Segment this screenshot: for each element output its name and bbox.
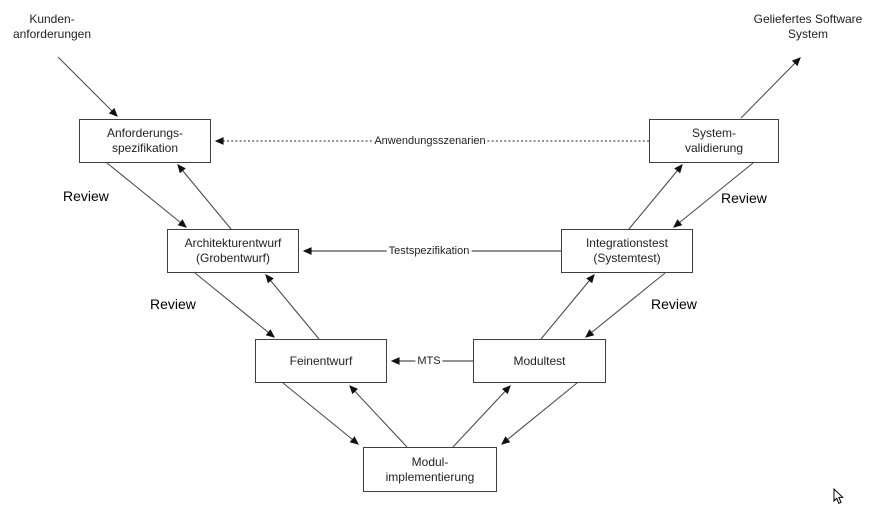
label-kundenanforderungen-line1: Kunden-	[29, 12, 75, 26]
node-integrationstest: Integrationstest (Systemtest)	[561, 229, 693, 273]
label-kundenanforderungen: Kunden- anforderungen	[0, 12, 104, 42]
arrow-modultest-to-modulimplementierung-review	[501, 382, 578, 445]
node-anforderungsspezifikation: Anforderungs- spezifikation	[79, 119, 211, 163]
node-feinentwurf: Feinentwurf	[255, 339, 387, 383]
node-label: Modultest	[513, 353, 566, 368]
node-label: Architekturentwurf	[184, 236, 282, 250]
label-kundenanforderungen-line2: anforderungen	[12, 27, 92, 41]
node-label: Feinentwurf	[289, 353, 353, 368]
arrow-anforderungsspezifikation-to-architekturentwurf	[106, 162, 187, 228]
label-review-right-middle: Review	[651, 296, 697, 312]
label-geliefertes-line2: System	[787, 27, 828, 41]
label-mts: MTS	[415, 355, 443, 367]
label-testspezifikation: Testspezifikation	[386, 245, 472, 257]
label-review-left-top: Review	[63, 188, 109, 204]
node-modultest: Modultest	[473, 339, 606, 383]
node-label: (Systemtest)	[593, 251, 661, 265]
arrow-architekturentwurf-to-anforderungsspezifikation-review	[177, 164, 232, 230]
arrow-kundenanforderungen-to-anforderungsspezifikation	[57, 56, 118, 117]
label-anwendungsszenarien: Anwendungsszenarien	[372, 135, 488, 147]
node-label: Modul-	[411, 454, 449, 469]
node-label: implementierung	[385, 469, 475, 484]
node-label: spezifikation	[111, 141, 179, 155]
node-modulimplementierung: Modul- implementierung	[363, 447, 497, 492]
arrow-feinentwurf-to-architekturentwurf-review	[265, 274, 320, 340]
arrow-architekturentwurf-to-feinentwurf	[194, 272, 275, 338]
arrow-modulimplementierung-to-modultest	[452, 385, 511, 448]
arrow-integrationstest-to-systemvalidierung	[628, 164, 683, 230]
node-architekturentwurf: Architekturentwurf (Grobentwurf)	[167, 229, 299, 273]
arrow-modultest-to-integrationstest	[540, 274, 595, 340]
node-label: Integrationstest	[585, 236, 669, 250]
label-review-right-top: Review	[721, 190, 767, 206]
mouse-cursor	[833, 487, 844, 504]
arrow-feinentwurf-to-modulimplementierung	[282, 382, 359, 445]
node-label: (Grobentwurf)	[195, 251, 271, 265]
node-systemvalidierung: System- validierung	[649, 119, 779, 163]
arrow-integrationstest-to-modultest-review	[585, 272, 666, 338]
arrow-modulimplementierung-to-feinentwurf-review	[349, 385, 408, 448]
arrow-systemvalidierung-to-geliefertes-system	[740, 57, 801, 119]
node-label: Anforderungs-	[106, 126, 184, 140]
label-review-left-middle: Review	[150, 296, 196, 312]
arrow-systemvalidierung-to-integrationstest-review	[673, 162, 754, 228]
node-label: validierung	[684, 141, 744, 155]
label-geliefertes-software-system: Geliefertes Software System	[742, 12, 874, 42]
label-geliefertes-line1: Geliefertes Software	[753, 12, 863, 26]
node-label: System-	[691, 126, 736, 140]
